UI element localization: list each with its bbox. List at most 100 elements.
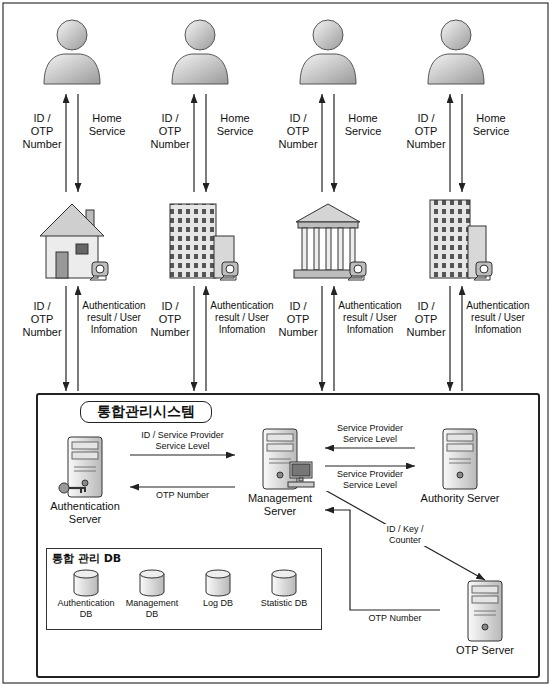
edge-label-box: OTP Number [367, 613, 424, 624]
office-building-icon [220, 262, 238, 280]
flow-arrow [449, 286, 450, 391]
edge-label: Service Provider Service Level [327, 423, 413, 445]
connector-arrow [325, 465, 415, 466]
server-icon [468, 581, 502, 641]
edge-label: ID / Service Provider Service Level [131, 430, 235, 452]
flow-label: ID / OTP Number [278, 300, 318, 339]
flow-label: Authentication result / User Infomation [338, 300, 402, 336]
bank-building-icon [326, 228, 331, 270]
office-building-icon [170, 204, 216, 278]
flow-arrow [65, 286, 66, 391]
tower-building-icon [430, 200, 470, 278]
database-node: Management DB [120, 568, 184, 620]
flow-label-box: ID / OTP Number [278, 112, 318, 151]
flow-label-box: ID / OTP Number [150, 300, 190, 339]
server-label: Authentication Server [40, 500, 130, 526]
bank-building-icon [314, 228, 319, 270]
flow-arrow [461, 94, 462, 192]
flow-arrow [321, 286, 322, 391]
database-icon [272, 570, 296, 596]
monitor-icon [292, 464, 310, 476]
key-icon [80, 488, 82, 493]
flow-label-box: Home Service [466, 112, 516, 138]
flow-label-box: ID / OTP Number [406, 300, 446, 339]
db-label: Management DB [120, 598, 184, 620]
database-icon [74, 570, 296, 596]
edge-label-box: ID / Key / Counter [375, 524, 435, 546]
flow-arrow [193, 94, 194, 192]
edge-label-box: Service Provider Service Level [325, 423, 415, 445]
bank-building-icon [298, 222, 358, 228]
system-label: 통합관리시스템 [80, 401, 212, 423]
database-icon [74, 570, 98, 596]
flow-label: Home Service [338, 112, 388, 138]
db-label: Log DB [186, 598, 250, 609]
office-building-icon [170, 204, 238, 280]
flow-arrow [77, 94, 78, 192]
flow-label-box: ID / OTP Number [150, 112, 190, 151]
bank-building-icon [348, 262, 366, 280]
connector-arrow [325, 510, 440, 610]
flow-label: ID / OTP Number [22, 300, 62, 339]
monitor-icon [288, 482, 314, 487]
flow-arrow [66, 94, 462, 391]
monitor-icon [290, 462, 312, 478]
flow-label: Home Service [210, 112, 260, 138]
system-box: 통합관리시스템 Authentication Server Management S… [36, 393, 540, 678]
edge-label: Service Provider Service Level [327, 469, 413, 491]
house-icon [46, 234, 98, 278]
bank-building-icon [338, 228, 343, 270]
flow-label: ID / OTP Number [22, 112, 62, 151]
flow-label: ID / OTP Number [406, 300, 446, 339]
flow-label: ID / OTP Number [406, 112, 446, 151]
flow-label: Authentication result / User Infomation [210, 300, 274, 336]
flow-label-box: Home Service [210, 112, 260, 138]
edge-label: ID / Key / Counter [377, 524, 433, 546]
flow-arrow [449, 94, 450, 192]
database-node: Statistic DB [252, 568, 316, 609]
db-label: Statistic DB [252, 598, 316, 609]
db-group: 통합 관리 DBAuthentication DBManagement DBLo… [46, 548, 322, 630]
flow-label: Home Service [466, 112, 516, 138]
connector-arrow [130, 486, 235, 487]
tower-building-icon [474, 262, 492, 280]
connector-group [130, 448, 485, 610]
connector-arrow [325, 447, 415, 448]
key-icon [84, 488, 86, 492]
server-icon [443, 429, 477, 489]
flow-label-box: Authentication result / User Infomation [338, 300, 402, 336]
house-icon [40, 204, 104, 236]
edge-label: OTP Number [156, 490, 209, 501]
bank-building-icon [296, 204, 360, 222]
flow-arrow [205, 286, 206, 391]
flow-label-box: Authentication result / User Infomation [466, 300, 530, 336]
database-icon [140, 570, 164, 596]
server-node: Authentication Server [40, 436, 130, 526]
edge-label: OTP Number [369, 613, 422, 624]
key-icon [59, 483, 86, 493]
server-label: Management Server [235, 492, 325, 518]
flow-label-box: Home Service [82, 112, 132, 138]
flow-label-box: Home Service [338, 112, 388, 138]
user-icon [44, 20, 100, 84]
server-icon [68, 437, 102, 497]
user-icon [428, 20, 484, 84]
connector-arrow [130, 454, 235, 455]
flow-arrow [461, 286, 462, 391]
flow-arrow [333, 286, 334, 391]
house-icon [76, 244, 88, 254]
key-icon [59, 483, 69, 493]
flow-label: ID / OTP Number [150, 300, 190, 339]
user-icon [44, 20, 484, 84]
server-icon [68, 429, 502, 641]
key-icon [69, 487, 86, 489]
flow-label: ID / OTP Number [278, 112, 318, 151]
edge-label-box: Service Provider Service Level [325, 469, 415, 491]
house-icon [56, 252, 68, 278]
flow-arrow [65, 94, 66, 192]
server-icon [263, 429, 297, 489]
flow-arrow [321, 94, 322, 192]
edge-label-box: ID / Service Provider Service Level [129, 430, 237, 452]
